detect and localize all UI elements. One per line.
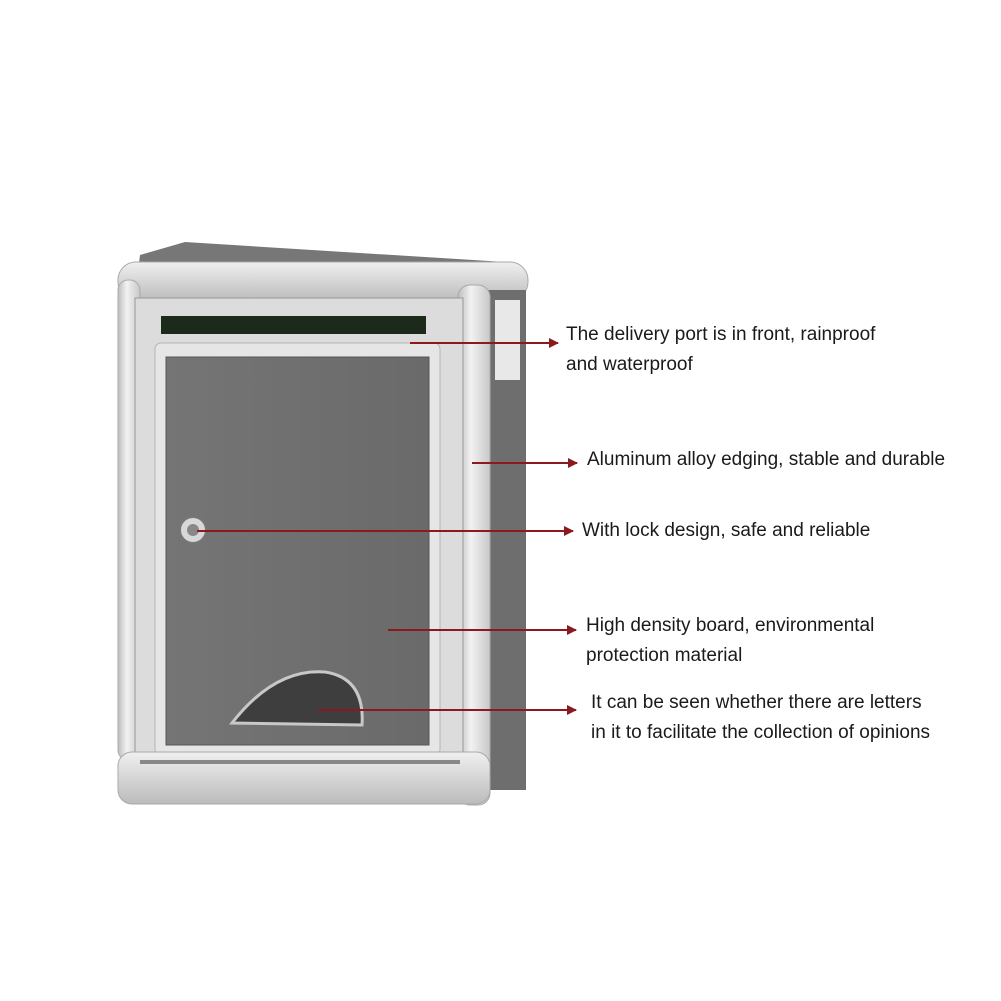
- callout-line: Aluminum alloy edging, stable and durabl…: [587, 449, 946, 470]
- viewing-window: [228, 670, 364, 727]
- callout-line: in it to facilitate the collection of op…: [591, 722, 931, 743]
- callout-line: High density board, environmental: [586, 615, 875, 636]
- callout-line: It can be seen whether there are letters: [591, 692, 922, 713]
- callout-aluminum-edging: Aluminum alloy edging, stable and durabl…: [587, 445, 945, 475]
- callout-line: and waterproof: [566, 354, 693, 375]
- callout-window: It can be seen whether there are letters…: [591, 688, 930, 748]
- callout-delivery-port: The delivery port is in front, rainproof…: [566, 320, 875, 380]
- callout-lock: With lock design, safe and reliable: [582, 516, 870, 546]
- callout-line: With lock design, safe and reliable: [582, 520, 871, 541]
- callout-board: High density board, environmental protec…: [586, 611, 874, 671]
- callout-line: The delivery port is in front, rainproof: [566, 324, 876, 345]
- delivery-slot: [161, 316, 426, 334]
- callout-line: protection material: [586, 645, 743, 666]
